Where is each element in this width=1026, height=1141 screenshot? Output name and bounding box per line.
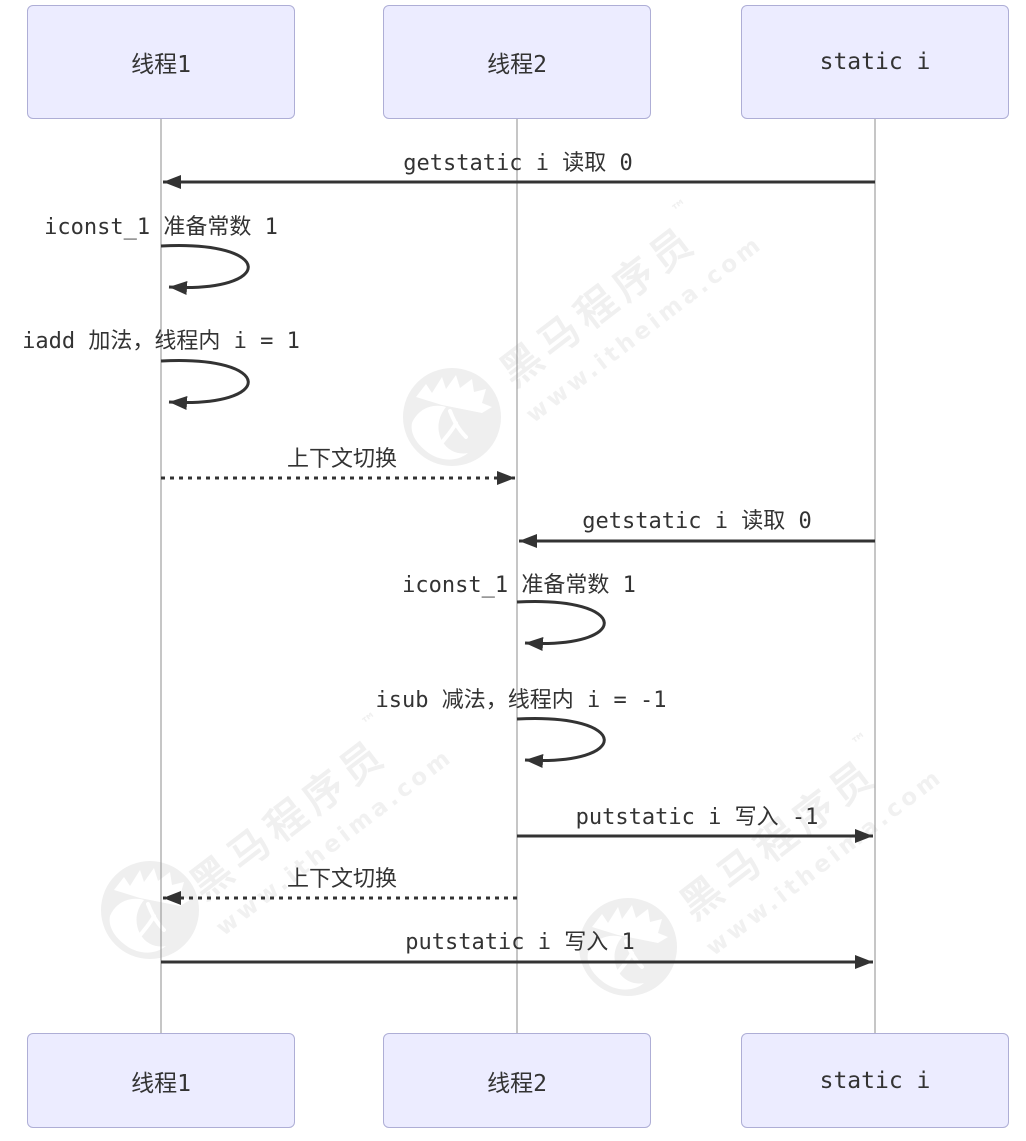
message-label-context-switch-2: 上下文切换 xyxy=(286,867,398,892)
self-loop-thread2-isub xyxy=(516,717,606,768)
message-label-iconst1-2: iconst_1 准备常数 1 xyxy=(402,573,636,598)
watermark-horse-logo-icon xyxy=(403,368,501,466)
self-loop-thread1-iadd xyxy=(160,359,250,410)
message-label-iadd: iadd 加法，线程内 i = 1 xyxy=(22,329,300,354)
message-label-context-switch-1: 上下文切换 xyxy=(286,447,398,472)
message-label-putstatic-minus1: putstatic i 写入 -1 xyxy=(575,805,819,830)
watermark-tile: 黑马程序员 ™ www.itheima.com xyxy=(101,708,458,959)
actor-label: 线程2 xyxy=(487,1070,547,1097)
actor-top-thread1: 线程1 xyxy=(27,5,295,119)
actor-top-thread2: 线程2 xyxy=(383,5,651,119)
actor-label: 线程1 xyxy=(131,52,191,78)
actor-bottom-thread1: 线程1 xyxy=(27,1033,295,1128)
actor-label: 线程2 xyxy=(487,52,547,78)
watermark-horse-logo-icon xyxy=(579,898,677,996)
actor-bottom-thread2: 线程2 xyxy=(383,1033,651,1128)
watermark-horse-logo-icon xyxy=(101,861,199,959)
watermark-tm-text: ™ xyxy=(848,728,874,754)
message-label-putstatic-1: putstatic i 写入 1 xyxy=(405,930,635,955)
actor-bottom-static-i: static i xyxy=(741,1033,1009,1128)
message-label-isub: isub 减法，线程内 i = -1 xyxy=(375,688,667,713)
self-loop-thread1-iconst xyxy=(160,244,250,295)
actor-label: static i xyxy=(819,1067,931,1094)
message-label-iconst1: iconst_1 准备常数 1 xyxy=(44,215,278,240)
watermark-tm-text: ™ xyxy=(668,195,694,221)
self-loop-thread2-iconst xyxy=(516,600,606,651)
actor-label: 线程1 xyxy=(131,1070,191,1097)
actor-top-static-i: static i xyxy=(741,5,1009,119)
message-label-getstatic-read-0: getstatic i 读取 0 xyxy=(403,151,633,176)
actor-label: static i xyxy=(819,49,931,75)
watermark-tile: 黑马程序员 ™ www.itheima.com xyxy=(403,195,768,466)
message-label-getstatic-read-0-2: getstatic i 读取 0 xyxy=(582,509,812,534)
